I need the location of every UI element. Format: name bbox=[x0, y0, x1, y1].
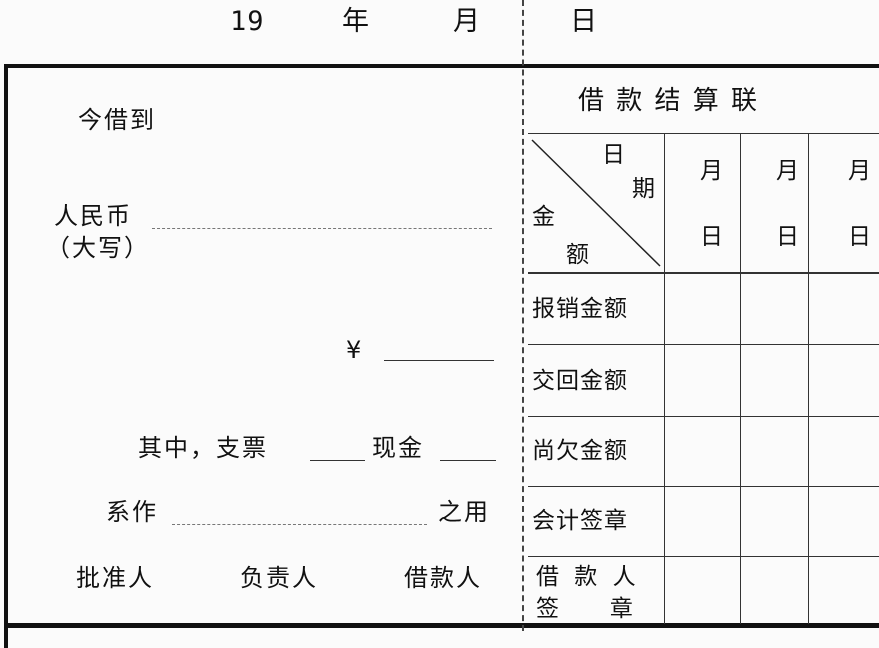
perforation-line bbox=[522, 0, 524, 631]
approver-label: 批准人 bbox=[76, 564, 154, 592]
borrower-label: 借款人 bbox=[404, 564, 482, 592]
for-purpose-label: 系作 bbox=[106, 498, 158, 526]
day-label: 日 bbox=[570, 6, 598, 37]
diagonal-header-line bbox=[531, 139, 661, 267]
row-borrower-label-bottom: 签 章 bbox=[536, 596, 634, 622]
row-accountant-seal: 会计签章 bbox=[532, 508, 628, 534]
check-amount-line bbox=[310, 460, 365, 461]
row-outstanding-amount: 尚欠金额 bbox=[532, 438, 628, 464]
row-divider-3 bbox=[528, 486, 879, 487]
header-divider bbox=[528, 272, 879, 274]
col1-month: 月 bbox=[700, 158, 724, 184]
yen-amount-line bbox=[384, 360, 494, 361]
col1-day: 日 bbox=[700, 224, 724, 250]
row-divider-2 bbox=[528, 416, 879, 417]
rmb-amount-line bbox=[152, 228, 492, 229]
col-line-2 bbox=[740, 134, 741, 624]
responsible-label: 负责人 bbox=[240, 564, 318, 592]
purpose-line bbox=[172, 524, 427, 525]
diag-amount-bottom: 额 bbox=[566, 242, 590, 268]
year-prefix: 19 bbox=[230, 6, 265, 37]
title-divider bbox=[528, 133, 879, 134]
cash-label: 现金 bbox=[372, 434, 424, 462]
of-which-check-label: 其中，支票 bbox=[138, 434, 268, 462]
borrow-to-label: 今借到 bbox=[78, 106, 156, 134]
rmb-label: 人民币 bbox=[54, 202, 132, 230]
col-line-1 bbox=[664, 134, 665, 624]
row-returned-amount: 交回金额 bbox=[532, 368, 628, 394]
diag-date-bottom: 期 bbox=[632, 176, 656, 202]
col3-month: 月 bbox=[848, 158, 872, 184]
yen-symbol: ¥ bbox=[346, 336, 364, 364]
col2-day: 日 bbox=[776, 224, 800, 250]
purpose-use-label: 之用 bbox=[438, 498, 490, 526]
row-divider-4 bbox=[528, 556, 879, 557]
cash-amount-line bbox=[440, 460, 496, 461]
col-line-3 bbox=[808, 134, 809, 624]
row-borrower-label-top: 借 款 人 bbox=[536, 564, 640, 590]
row-divider-1 bbox=[528, 344, 879, 345]
col3-day: 日 bbox=[848, 224, 872, 250]
diag-date-top: 日 bbox=[602, 142, 626, 168]
rmb-caps-label: （大写） bbox=[46, 234, 150, 262]
year-label: 年 bbox=[342, 6, 370, 37]
diag-amount-left: 金 bbox=[532, 204, 556, 230]
row-reimbursed-amount: 报销金额 bbox=[532, 296, 628, 322]
col2-month: 月 bbox=[776, 158, 800, 184]
settlement-title: 借 款 结 算 联 bbox=[578, 86, 760, 116]
bottom-border bbox=[4, 623, 879, 628]
form-frame bbox=[4, 64, 879, 648]
month-label: 月 bbox=[453, 6, 481, 37]
